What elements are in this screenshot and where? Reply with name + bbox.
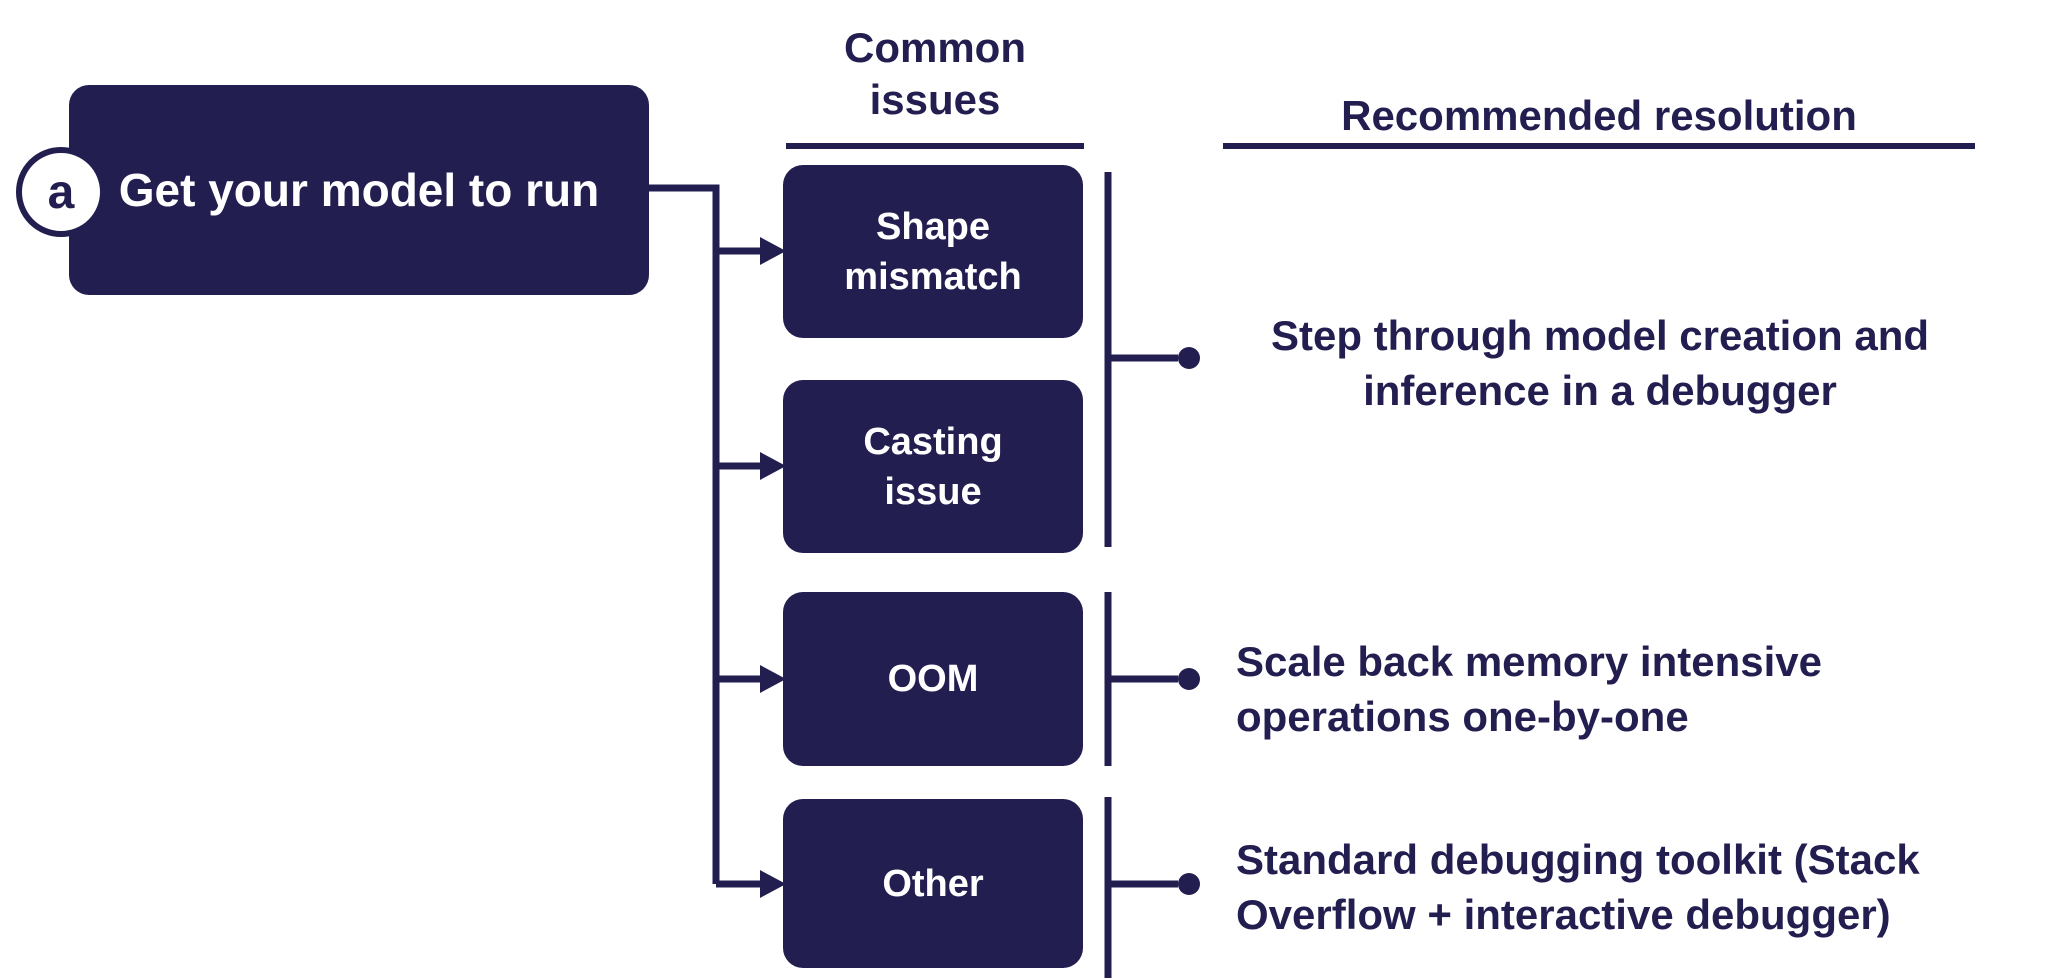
step-a-label: a xyxy=(47,165,75,219)
recommended-resolution-underline xyxy=(1223,143,1975,149)
arrowhead-oom xyxy=(760,665,786,693)
step-a-badge: a xyxy=(16,147,106,237)
recommended-resolution-header: Recommended resolution xyxy=(1341,92,1857,139)
resolution-debugger-step-through: Step through model creation and inferenc… xyxy=(1270,312,1930,414)
issue-box-shape-mismatch: Shape mismatch xyxy=(783,165,1083,338)
trunk-line xyxy=(649,184,720,884)
resolution-scale-back-memory: Scale back memory intensive operations o… xyxy=(1236,638,1822,740)
arrowhead-casting-issue xyxy=(760,452,786,480)
issue-box-other: Other xyxy=(783,799,1083,968)
connector-dot-3 xyxy=(1178,873,1200,895)
main-step-box: Get your model to run xyxy=(69,85,649,295)
common-issues-header: Common issues xyxy=(844,24,1026,123)
issue-box-oom: OOM xyxy=(783,592,1083,766)
common-issues-underline xyxy=(786,143,1084,149)
issue-box-casting-issue: Casting issue xyxy=(783,380,1083,553)
arrowhead-other xyxy=(760,870,786,898)
arrowhead-shape-mismatch xyxy=(760,237,786,265)
resolution-standard-toolkit: Standard debugging toolkit (Stack Overfl… xyxy=(1236,836,1920,938)
main-step-label: Get your model to run xyxy=(118,164,600,216)
connector-dot-2 xyxy=(1178,668,1200,690)
connector-dot-1 xyxy=(1178,347,1200,369)
